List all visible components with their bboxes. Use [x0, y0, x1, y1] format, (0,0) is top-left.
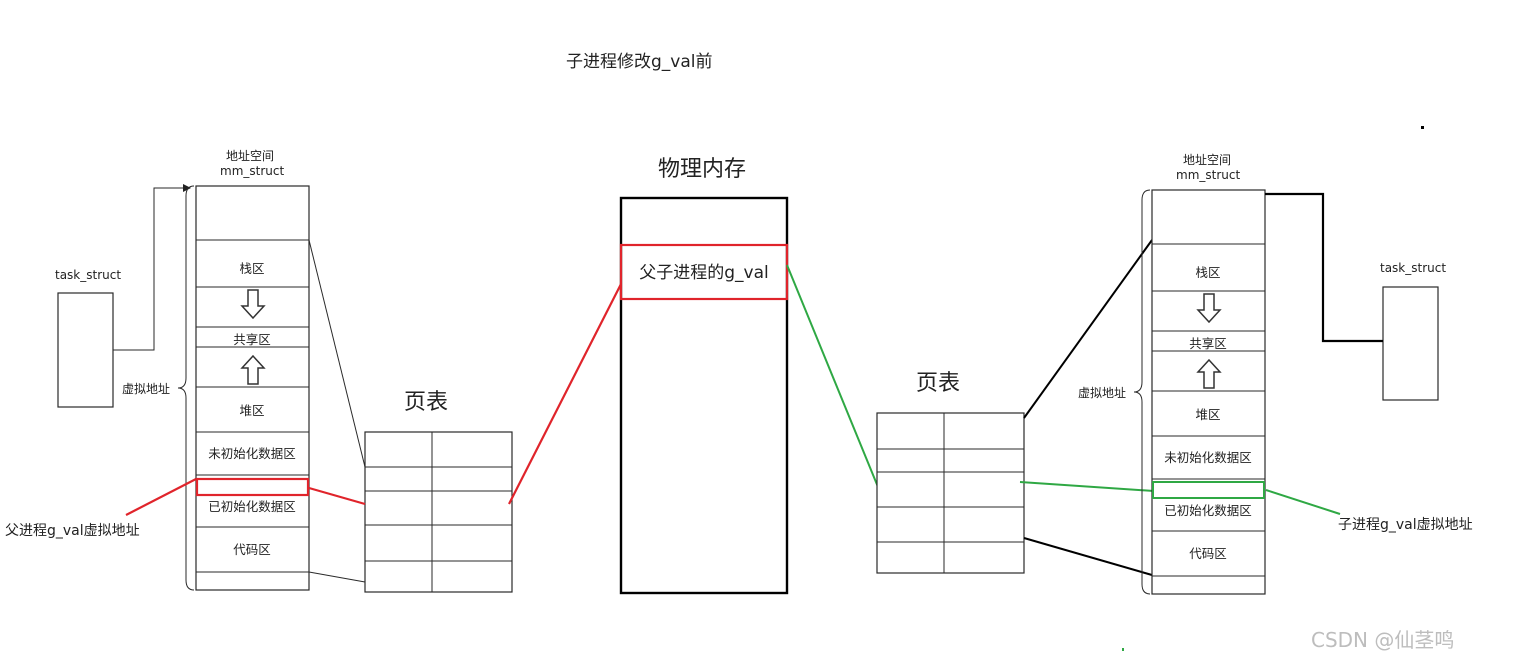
left-segment-heap: 堆区 — [239, 403, 264, 418]
left-vaddr-pointer — [125, 478, 197, 516]
physical-gval-label: 父子进程的g_val — [639, 263, 769, 283]
right-gval-highlight — [1152, 481, 1265, 499]
physical-memory: 物理内存 父子进程的g_val — [508, 157, 879, 595]
left-process: task_struct 地址空间 mm_struct 栈区 共享区 堆区 未初始… — [5, 149, 310, 591]
left-gval-highlight — [195, 477, 310, 497]
right-vaddr-pointer — [1265, 489, 1341, 515]
right-address-space — [1151, 189, 1266, 595]
left-vaddr-label: 父进程g_val虚拟地址 — [5, 523, 140, 539]
right-mm-header2: mm_struct — [1176, 168, 1240, 182]
left-up-arrow-icon — [240, 354, 266, 385]
left-pagetable-to-physical — [508, 283, 622, 505]
right-pagetable-to-physical — [786, 264, 879, 488]
left-task-to-mm-arrow — [113, 184, 191, 351]
physical-memory-box — [619, 196, 789, 595]
right-segment-data: 已初始化数据区 — [1164, 503, 1252, 518]
left-brace-label: 虚拟地址 — [122, 382, 170, 396]
right-task-struct-label: task_struct — [1380, 261, 1446, 275]
right-up-arrow-icon — [1196, 358, 1222, 389]
right-virtual-brace — [1133, 189, 1151, 595]
left-segment-code: 代码区 — [233, 542, 271, 557]
left-mm-header2: mm_struct — [220, 164, 284, 178]
left-down-arrow-icon — [240, 289, 266, 320]
right-segment-heap: 堆区 — [1195, 407, 1220, 422]
left-virtual-brace — [177, 185, 195, 591]
left-page-table: 页表 — [308, 239, 513, 593]
right-mm-header: 地址空间 — [1183, 153, 1231, 167]
left-segment-shared: 共享区 — [233, 332, 271, 347]
left-mm-header: 地址空间 — [226, 149, 274, 163]
left-segment-data: 已初始化数据区 — [208, 499, 296, 514]
right-task-to-mm-line — [1265, 192, 1383, 343]
physical-gval-cell — [619, 243, 789, 301]
left-segment-stack: 栈区 — [239, 261, 264, 276]
right-task-struct-box — [1382, 286, 1439, 401]
right-gval-to-pagetable — [1019, 481, 1155, 492]
diagram-title: 子进程修改g_val前 — [566, 52, 713, 72]
right-down-arrow-icon — [1196, 293, 1222, 324]
right-page-table: 页表 — [876, 239, 1155, 576]
left-page-table-label: 页表 — [404, 390, 448, 415]
left-segment-bss: 未初始化数据区 — [208, 446, 296, 461]
right-vaddr-label: 子进程g_val虚拟地址 — [1338, 517, 1473, 533]
left-gval-to-pagetable — [308, 486, 366, 506]
watermark: CSDN @仙茎鸣 — [1311, 628, 1454, 652]
left-page-table-box — [364, 431, 513, 593]
right-page-table-box — [876, 412, 1025, 574]
right-segment-stack: 栈区 — [1195, 265, 1220, 280]
physical-memory-title: 物理内存 — [658, 157, 746, 182]
left-task-struct-label: task_struct — [55, 268, 121, 282]
right-segment-shared: 共享区 — [1189, 336, 1227, 351]
right-segment-code: 代码区 — [1189, 546, 1227, 561]
left-address-space — [195, 185, 310, 591]
right-page-table-label: 页表 — [916, 371, 960, 396]
left-task-struct-box — [57, 292, 114, 408]
right-brace-label: 虚拟地址 — [1078, 386, 1126, 400]
right-process: 地址空间 mm_struct 栈区 共享区 堆区 未初始化数据区 已初始化数据区… — [1078, 153, 1473, 595]
right-segment-bss: 未初始化数据区 — [1164, 450, 1252, 465]
